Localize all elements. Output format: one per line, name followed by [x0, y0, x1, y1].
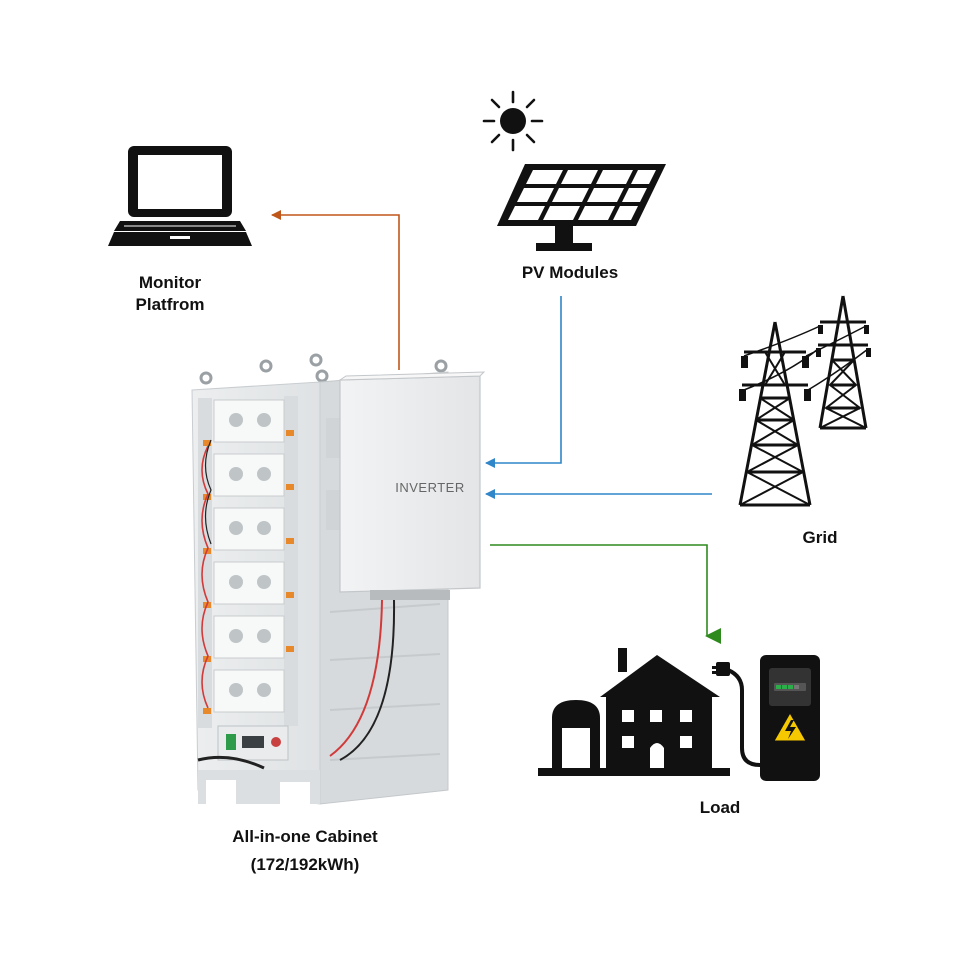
battery-module — [213, 453, 285, 497]
link-cabinet-to-monitor — [271, 210, 400, 370]
grid-label: Grid — [802, 528, 838, 547]
monitor-label-line2: Platfrom — [135, 295, 205, 314]
inverter-label: INVERTER — [395, 480, 465, 495]
solar-panel-icon — [497, 164, 666, 251]
cabinet-label-line2: (172/192kWh) — [250, 855, 360, 874]
power-tower-icon — [738, 295, 871, 507]
inverter-unit: INVERTER — [326, 371, 486, 600]
battery-module — [213, 615, 285, 659]
battery-module — [213, 399, 285, 443]
sun-icon — [482, 90, 544, 152]
battery-module — [213, 507, 285, 551]
load-label: Load — [699, 798, 741, 817]
battery-module — [213, 669, 285, 713]
battery-cabinet-image: INVERTER — [191, 353, 486, 805]
house-icon — [538, 648, 730, 776]
laptop-icon — [108, 146, 252, 246]
pv-modules-label: PV Modules — [521, 263, 619, 282]
battery-module — [213, 561, 285, 605]
cabinet-label-line1: All-in-one Cabinet — [232, 827, 378, 846]
link-pv-to-inverter — [485, 296, 562, 468]
ev-charger-icon — [712, 655, 820, 781]
cabinet-label: All-in-one Cabinet (172/192kWh) — [190, 826, 420, 876]
monitor-label-line1: Monitor — [138, 273, 202, 292]
link-inverter-to-load — [490, 544, 721, 644]
monitor-platform-label: Monitor Platfrom — [110, 272, 230, 316]
